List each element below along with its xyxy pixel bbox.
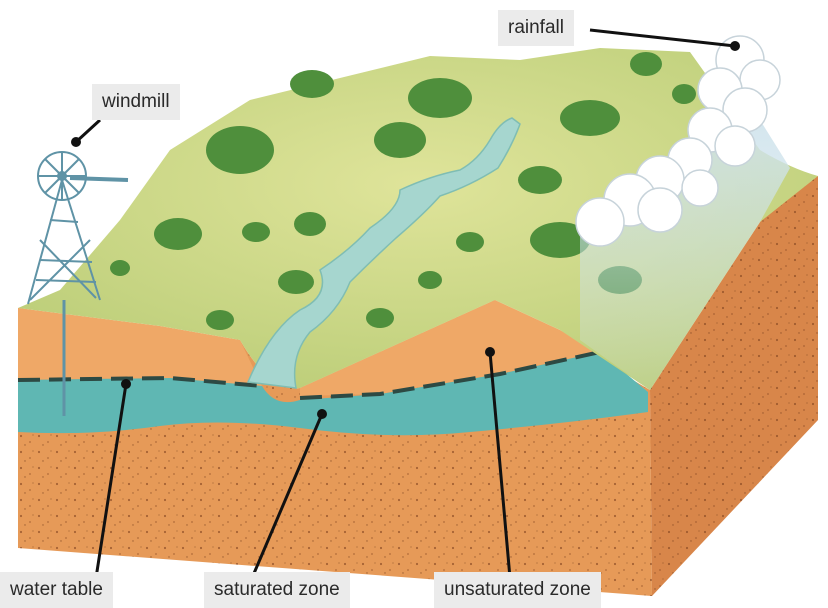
label-unsaturated-zone: unsaturated zone	[434, 572, 601, 608]
label-water-table: water table	[0, 572, 113, 608]
label-rainfall: rainfall	[498, 10, 574, 46]
label-saturated-zone: saturated zone	[204, 572, 350, 608]
label-windmill: windmill	[92, 84, 180, 120]
